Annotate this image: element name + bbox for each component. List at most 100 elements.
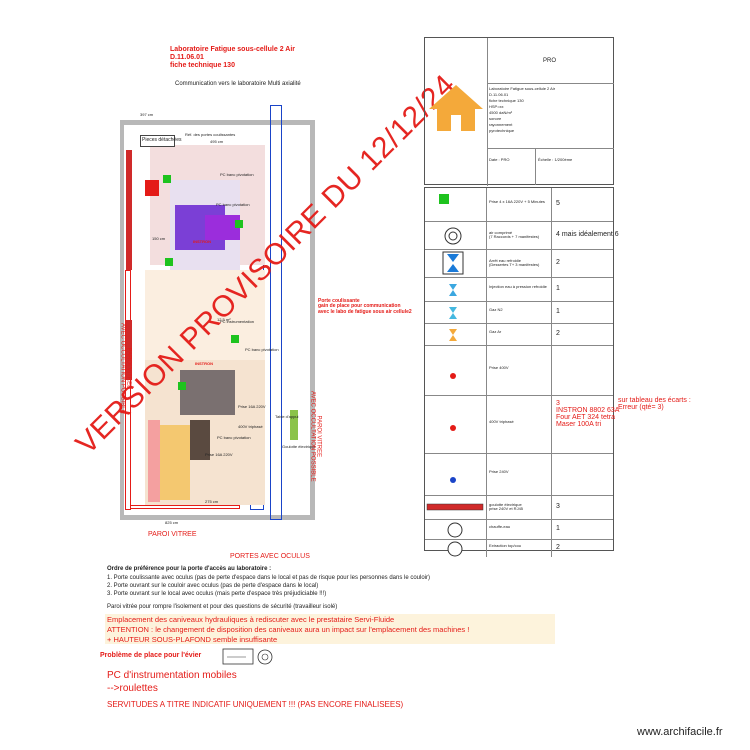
pc-label: PC banc pivotation [217,435,251,440]
legend-quantity: 1 [556,308,560,315]
communication-label: Communication vers le laboratoire Multi … [175,81,301,87]
legend-description: Prise 4 x 16A 220V + 5 Minutes [489,198,545,204]
pc-label: PC instrumentation [220,319,255,324]
glass-wall-left [125,270,131,510]
machine-purple-2 [205,215,240,240]
legend-row: Arrêt eau refroidie (Dessertes T+ 3 mani… [425,249,613,277]
date-label: Date : PRO [489,157,510,162]
goulotte-label: Goulotte électrique [282,444,316,449]
zone-middle [145,270,265,370]
legend-description: goulotte électrique prise 240V et RJ45 [489,502,524,512]
wall-left [120,120,124,520]
legend-symbol-icon [425,302,487,323]
legend-row: Prise 4 x 16A 220V + 5 Minutes 5 [425,188,613,221]
info-line: pyrotechnique [489,128,515,133]
legend-symbol-icon [425,278,487,301]
dim-label: 397 cm [140,112,154,117]
dim-label: 150 cm [152,236,166,241]
home-icon [429,85,483,131]
legend-quantity: 1 [556,525,560,532]
glass-wall-bottom [130,505,240,509]
area-label: 12,5 m² [217,317,231,322]
legend-quantity: 4 mais idéalement 6 [556,231,619,238]
machine-tag: INSTRON [195,361,213,366]
order-3: 3. Porte ouvrant sur le local avec oculu… [107,591,327,597]
machine-red [145,180,159,196]
legend-symbol-icon [425,250,487,277]
pc-label: Pieces détachées [142,137,182,143]
legend-quantity: 2 [556,330,560,337]
scale-label: Échelle : 1/200ème [538,157,573,162]
info-line: rayonnement [489,122,513,127]
legend-row: air comprimé (7 Raccords + 7 manifestes)… [425,221,619,249]
legend-description: Prise 240V [489,469,509,474]
legend-symbol-icon [425,520,487,539]
legend-row: Prise 240V [425,453,613,495]
legend-symbol-icon [425,496,487,519]
pc-label: PC banc pivotation [245,347,279,352]
floor-plan: Pieces détachées Réf. des portes couliss… [120,105,316,525]
info-line: Laboratoire Fatigue sous-cellule 2 Air [489,86,556,91]
hydraulic-note-2: ATTENTION : le changement de disposition… [107,625,470,634]
pc-mobile-note: PC d'instrumentation mobiles [107,670,237,681]
legend-quantity: 1 [556,285,560,292]
legend-quantity: 5 [556,199,560,207]
legend-description: Arrêt eau refroidie (Dessertes T+ 3 mani… [489,258,540,268]
table-appui [290,410,298,440]
sliding-door-track [270,105,282,520]
legend-description: Injection eau à pression refroidie [489,284,547,289]
legend-description: air comprimé (7 Raccords + 7 manifestes) [489,230,540,240]
pc-label: PC banc pivotation [216,202,250,207]
info-line: sonore [489,116,502,121]
outlet-green [163,175,171,183]
legend-symbol-icon [425,188,487,221]
info-line: D.11.06.01 [489,92,509,97]
paroi-right-label: PAROI VITREE AVEC OCCULTATION POSSIBLE [309,391,322,482]
prise-label: Prise 16A 220V [205,452,233,457]
legend-row: Injection eau à pression refroidie 1 [425,277,613,301]
hydraulic-note-3: + HAUTEUR SOUS-PLAFOND semble insuffisan… [107,635,278,644]
paroi-bottom-label: PAROI VITREE [148,531,197,538]
machine-gray [180,370,235,415]
title-line2: D.11.06.01 [170,54,204,61]
info-line: 4500 daN/m² [489,110,513,115]
legend-quantity: 2 [556,544,560,551]
hydraulic-note-1: Emplacement des caniveaux hydrauliques à… [107,615,395,624]
wall-bottom [120,515,315,520]
legend-row: Prise 400V [425,345,613,395]
zone-pink [148,420,160,502]
legend-table: Prise 4 x 16A 220V + 5 Minutes 5 air compr… [424,187,619,557]
legend-symbol-icon [425,222,487,249]
legend-quantity: 2 [556,259,560,266]
legend-row: Extraction top/cou 2 [425,539,613,557]
legend-description: Extraction top/cou [489,543,522,548]
order-1: 1. Porte coulissante avec oculus (pas de… [107,575,431,581]
order-2: 2. Porte ouvrant sur le couloir avec ocu… [107,583,319,589]
portes-label: PORTES AVEC OCULUS [230,553,310,560]
goulotte-left-2 [126,320,132,380]
legend-symbol-icon [425,324,487,345]
outlet-green [231,335,239,343]
wall-top [120,120,315,125]
legend-symbol-icon [425,540,487,557]
legend-symbol-icon [425,346,487,395]
dim-label: 275 cm [205,499,219,504]
pc-roulettes-note: -->roulettes [107,683,158,694]
info-line: fiche technique 130 [489,98,524,103]
legend-row: Gaz N2 1 [425,301,613,323]
title-block: PRO Laboratoire Fatigue sous-cellule 2 A… [424,37,614,186]
legend-description: Prise 400V [489,365,509,370]
pro-label: PRO [543,58,557,64]
legend-quantity: 3 INSTRON 8802 63A Four AET 324 tetra Ma… [556,400,620,428]
footer-watermark: www.archifacile.fr [637,726,723,738]
machine-tag: INSTRON [193,239,211,244]
title-line3: fiche technique 130 [170,62,235,69]
paroi-note: Paroi vitrée pour rompre l'isolement et … [107,604,338,610]
zone-orange [155,425,190,500]
legend-description: Gaz N2 [489,307,503,312]
title-line1: Laboratoire Fatigue sous-cellule 2 Air [170,46,295,53]
